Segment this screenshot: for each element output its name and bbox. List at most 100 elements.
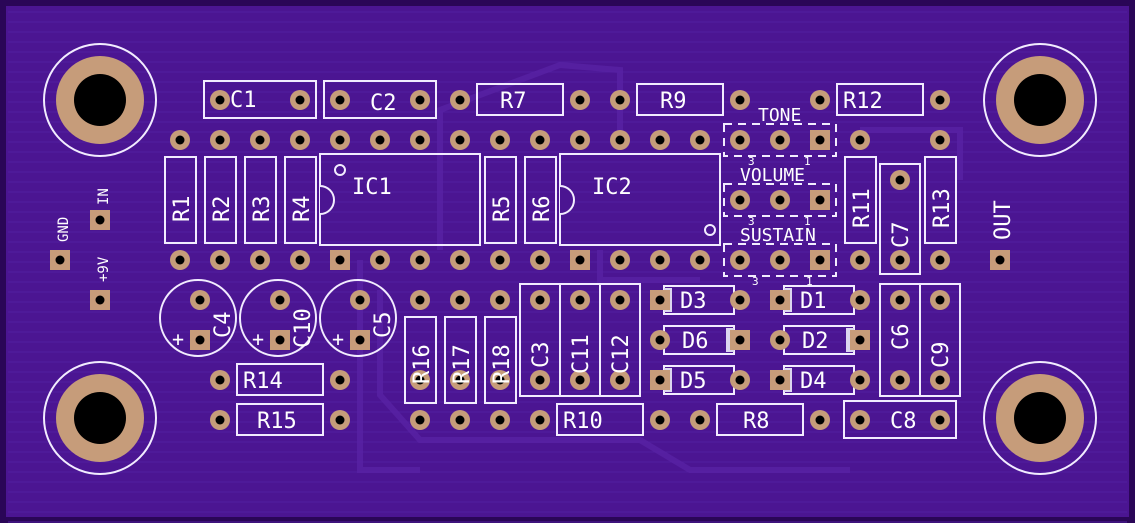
square-pad xyxy=(270,330,290,350)
label-r10: R10 xyxy=(563,409,603,434)
volume-pin1: 1 xyxy=(804,215,811,228)
through-hole-pad xyxy=(650,410,670,430)
through-hole-pad xyxy=(650,250,670,270)
square-pad xyxy=(810,190,830,210)
through-hole-pad xyxy=(450,410,470,430)
through-hole-pad xyxy=(210,250,230,270)
through-hole-pad xyxy=(690,250,710,270)
label-c7: C7 xyxy=(889,222,914,249)
through-hole-pad xyxy=(530,370,550,390)
through-hole-pad xyxy=(270,290,290,310)
mounting-hole-tl xyxy=(43,43,157,157)
label-c6: C6 xyxy=(889,324,914,351)
through-hole-pad xyxy=(530,250,550,270)
through-hole-pad xyxy=(410,370,430,390)
through-hole-pad xyxy=(730,190,750,210)
through-hole-pad xyxy=(610,370,630,390)
sustain-pin3: 3 xyxy=(752,275,759,288)
c9-outline xyxy=(919,283,961,397)
label-c8: C8 xyxy=(890,409,917,434)
through-hole-pad xyxy=(370,130,390,150)
square-pad xyxy=(810,130,830,150)
through-hole-pad xyxy=(690,410,710,430)
square-pad xyxy=(50,250,70,270)
through-hole-pad xyxy=(450,90,470,110)
through-hole-pad xyxy=(350,290,370,310)
through-hole-pad xyxy=(730,250,750,270)
through-hole-pad xyxy=(330,130,350,150)
c7-outline xyxy=(879,163,921,275)
square-pad xyxy=(770,370,790,390)
label-r17: R17 xyxy=(450,344,475,384)
through-hole-pad xyxy=(890,290,910,310)
through-hole-pad xyxy=(410,410,430,430)
through-hole-pad xyxy=(410,290,430,310)
label-r4: R4 xyxy=(290,196,315,223)
label-sustain: SUSTAIN xyxy=(740,225,816,246)
through-hole-pad xyxy=(490,250,510,270)
square-pad xyxy=(730,330,750,350)
c10-plus: + xyxy=(252,327,264,351)
r7-outline xyxy=(476,83,564,116)
r15-outline xyxy=(236,403,324,436)
through-hole-pad xyxy=(210,90,230,110)
r4-outline xyxy=(284,156,317,244)
label-r16: R16 xyxy=(410,344,435,384)
c10-outline xyxy=(239,279,317,357)
label-d1: D1 xyxy=(800,289,827,314)
through-hole-pad xyxy=(650,330,670,350)
label-gnd: GND xyxy=(56,217,72,242)
through-hole-pad xyxy=(690,130,710,150)
r16-outline xyxy=(404,316,437,404)
through-hole-pad xyxy=(530,290,550,310)
c4-plus: + xyxy=(172,327,184,351)
label-d2: D2 xyxy=(802,329,829,354)
r6-outline xyxy=(524,156,557,244)
r10-outline xyxy=(556,403,644,436)
label-d3: D3 xyxy=(680,289,707,314)
square-pad xyxy=(650,370,670,390)
through-hole-pad xyxy=(370,250,390,270)
through-hole-pad xyxy=(170,250,190,270)
tone-outline xyxy=(723,123,837,157)
through-hole-pad xyxy=(490,370,510,390)
through-hole-pad xyxy=(610,90,630,110)
square-pad xyxy=(90,210,110,230)
through-hole-pad xyxy=(810,410,830,430)
square-pad xyxy=(770,290,790,310)
through-hole-pad xyxy=(570,290,590,310)
through-hole-pad xyxy=(730,370,750,390)
through-hole-pad xyxy=(610,250,630,270)
label-c5: C5 xyxy=(371,312,396,339)
label-d6: D6 xyxy=(682,329,709,354)
through-hole-pad xyxy=(570,370,590,390)
through-hole-pad xyxy=(930,130,950,150)
c5-outline xyxy=(319,279,397,357)
through-hole-pad xyxy=(890,250,910,270)
c8-outline xyxy=(843,400,957,439)
r3-outline xyxy=(244,156,277,244)
square-pad xyxy=(570,250,590,270)
label-c11: C11 xyxy=(569,334,594,374)
r17-outline xyxy=(444,316,477,404)
label-c10: C10 xyxy=(291,308,316,348)
label-r15: R15 xyxy=(257,409,297,434)
label-c3: C3 xyxy=(529,342,554,369)
mounting-hole-tr xyxy=(983,43,1097,157)
c12-outline xyxy=(599,283,641,397)
through-hole-pad xyxy=(530,130,550,150)
through-hole-pad xyxy=(850,130,870,150)
through-hole-pad xyxy=(730,130,750,150)
through-hole-pad xyxy=(850,370,870,390)
label-c9: C9 xyxy=(929,342,954,369)
through-hole-pad xyxy=(290,90,310,110)
label-r5: R5 xyxy=(490,196,515,223)
ic2-notch xyxy=(559,185,575,215)
through-hole-pad xyxy=(930,370,950,390)
through-hole-pad xyxy=(610,290,630,310)
square-pad xyxy=(350,330,370,350)
c2-outline xyxy=(323,80,437,119)
r18-outline xyxy=(484,316,517,404)
